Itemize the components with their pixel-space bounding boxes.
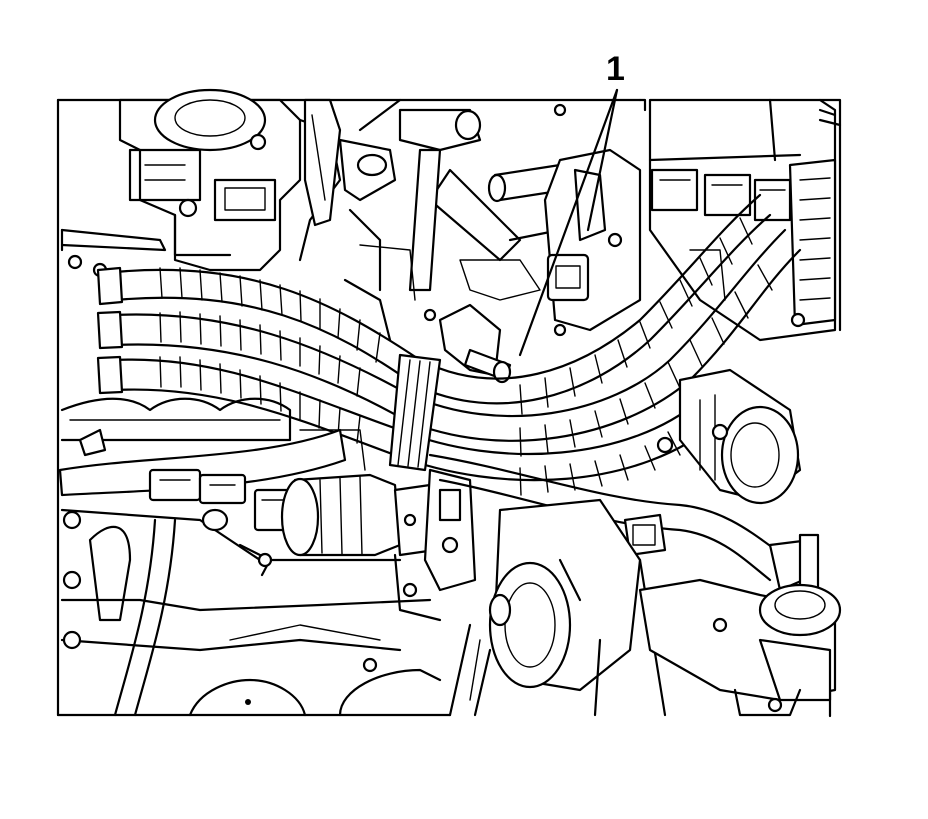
alternator xyxy=(656,368,802,505)
starter-motor xyxy=(280,468,477,622)
harness-bracket xyxy=(438,303,512,384)
misc-details xyxy=(229,103,726,701)
engine-mount xyxy=(638,578,842,717)
callout-1-leaders xyxy=(518,88,619,357)
coolant-hoses-area xyxy=(343,98,582,342)
connector-block xyxy=(543,148,642,337)
radiator-hose xyxy=(428,453,820,592)
lower-pulley xyxy=(188,657,442,717)
throttle-body-area xyxy=(60,88,397,278)
wiring-harness xyxy=(96,193,802,496)
ecm-module xyxy=(648,98,842,342)
intake-runners xyxy=(58,397,432,717)
callout-label-1: 1 xyxy=(606,50,625,88)
